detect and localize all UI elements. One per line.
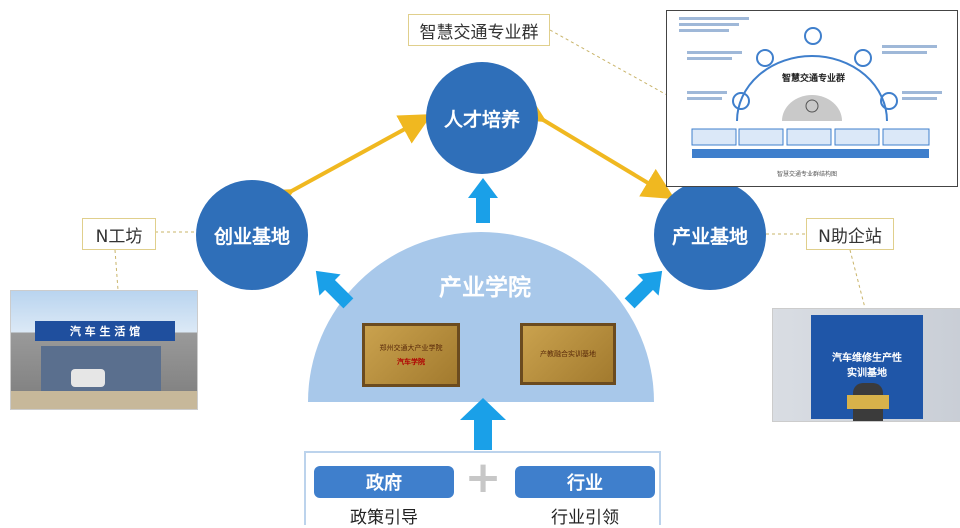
- inset-canvas: [679, 17, 942, 158]
- right-photo-training-base: 汽车维修生产性 实训基地: [772, 308, 960, 422]
- left-label-n-workshop: N工坊: [82, 218, 156, 250]
- inset-caption: 智慧交通专业群结构图: [777, 171, 838, 178]
- policy-guidance-caption: 政策引导: [350, 508, 418, 528]
- blue-arrow-diag-left: [315, 270, 354, 309]
- blue-arrow-up-center: [468, 178, 498, 223]
- blue-arrow-up-bottom: [460, 398, 506, 450]
- dome-title: 产业学院: [439, 275, 531, 301]
- government-pill: 政府: [314, 466, 454, 498]
- right-label-n-enterprise-station: N助企站: [806, 218, 894, 250]
- left-photo-sign: 汽 车 生 活 馆: [35, 321, 175, 341]
- talent-training-circle: 人才培养: [426, 62, 538, 174]
- left-photo-car-store: 汽 车 生 活 馆: [10, 290, 198, 410]
- plaque-left-line1: 郑州交通大产业学院: [379, 344, 443, 352]
- gold-arrow-left: [259, 114, 433, 219]
- right-photo-sign-line2: 实训基地: [847, 368, 887, 379]
- industry-pill: 行业: [515, 466, 655, 498]
- gold-arrow-right: [511, 91, 675, 200]
- plus-sign: +: [464, 452, 502, 503]
- plaque-right: 产教融合实训基地: [520, 323, 616, 385]
- blue-arrow-diag-right: [624, 270, 663, 309]
- plaque-left: 郑州交通大产业学院 汽车学院: [362, 323, 460, 387]
- right-photo-sign-line1: 汽车维修生产性: [832, 353, 902, 364]
- inset-center-title: 智慧交通专业群: [782, 74, 846, 84]
- inset-structure-diagram: 智慧交通专业群 智慧交通专业群结构图: [666, 10, 958, 187]
- plaque-right-line1: 产教融合实训基地: [540, 350, 596, 358]
- startup-base-circle: 创业基地: [196, 180, 308, 290]
- top-label-smart-transport: 智慧交通专业群: [408, 14, 550, 46]
- industry-leading-caption: 行业引领: [551, 508, 619, 528]
- plaque-left-line2: 汽车学院: [397, 358, 425, 366]
- industry-base-circle: 产业基地: [654, 180, 766, 290]
